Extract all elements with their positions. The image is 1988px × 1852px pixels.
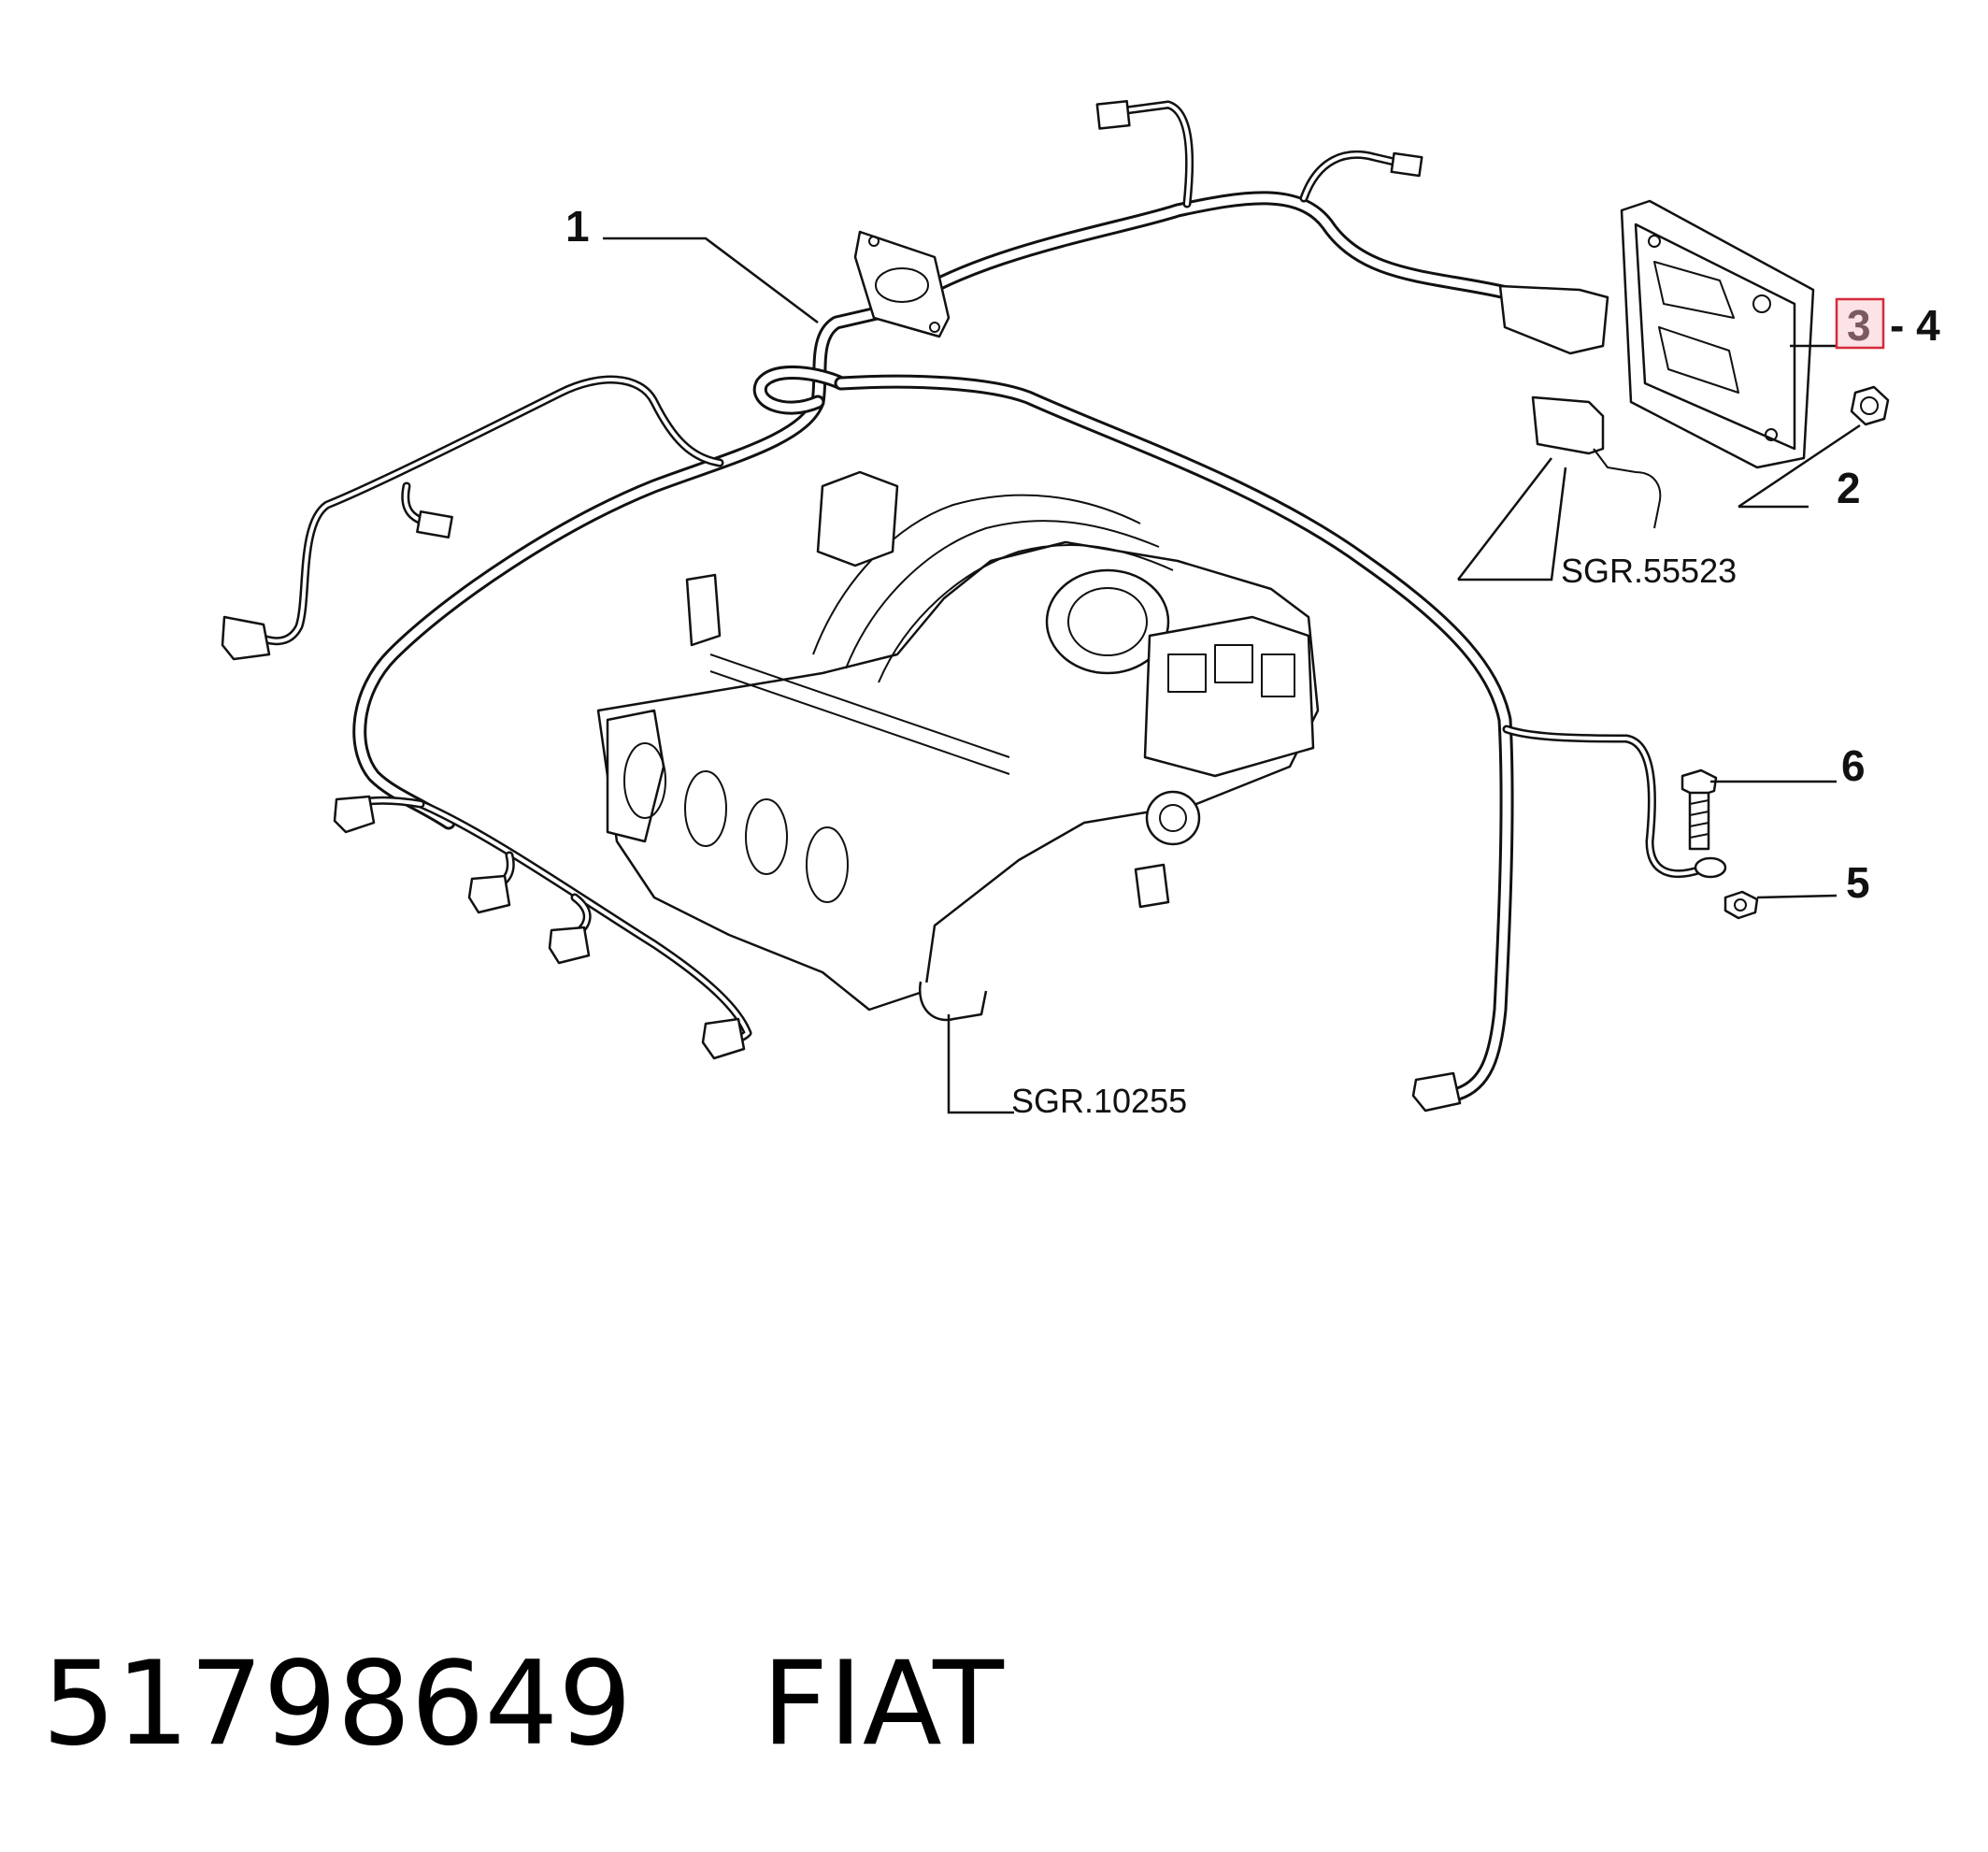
hex-nut: [1850, 385, 1890, 426]
reference-sgr-10255[interactable]: SGR.10255: [1011, 1082, 1187, 1120]
callout-2[interactable]: 2: [1837, 464, 1861, 512]
bolt: [1681, 768, 1718, 851]
callout-5[interactable]: 5: [1846, 858, 1870, 907]
ecu-module: [1620, 199, 1815, 469]
leader-lines: [603, 237, 1861, 1114]
small-nut: [1723, 890, 1759, 920]
sensor-connector: [1531, 395, 1662, 529]
grommet-plate: [853, 230, 951, 338]
harness-connectors: [221, 100, 1727, 1113]
part-number: 51798649: [42, 1637, 632, 1772]
callout-1[interactable]: 1: [565, 202, 590, 251]
reference-sgr-55523[interactable]: SGR.55523: [1561, 552, 1737, 590]
callout-4[interactable]: - 4: [1890, 301, 1940, 350]
callout-3[interactable]: 3: [1847, 301, 1871, 350]
brand-name: FIAT: [762, 1637, 1005, 1772]
intake-manifold-assembly: [596, 470, 1320, 1022]
callout-6[interactable]: 6: [1841, 741, 1866, 790]
highlight-box: [1835, 297, 1885, 350]
